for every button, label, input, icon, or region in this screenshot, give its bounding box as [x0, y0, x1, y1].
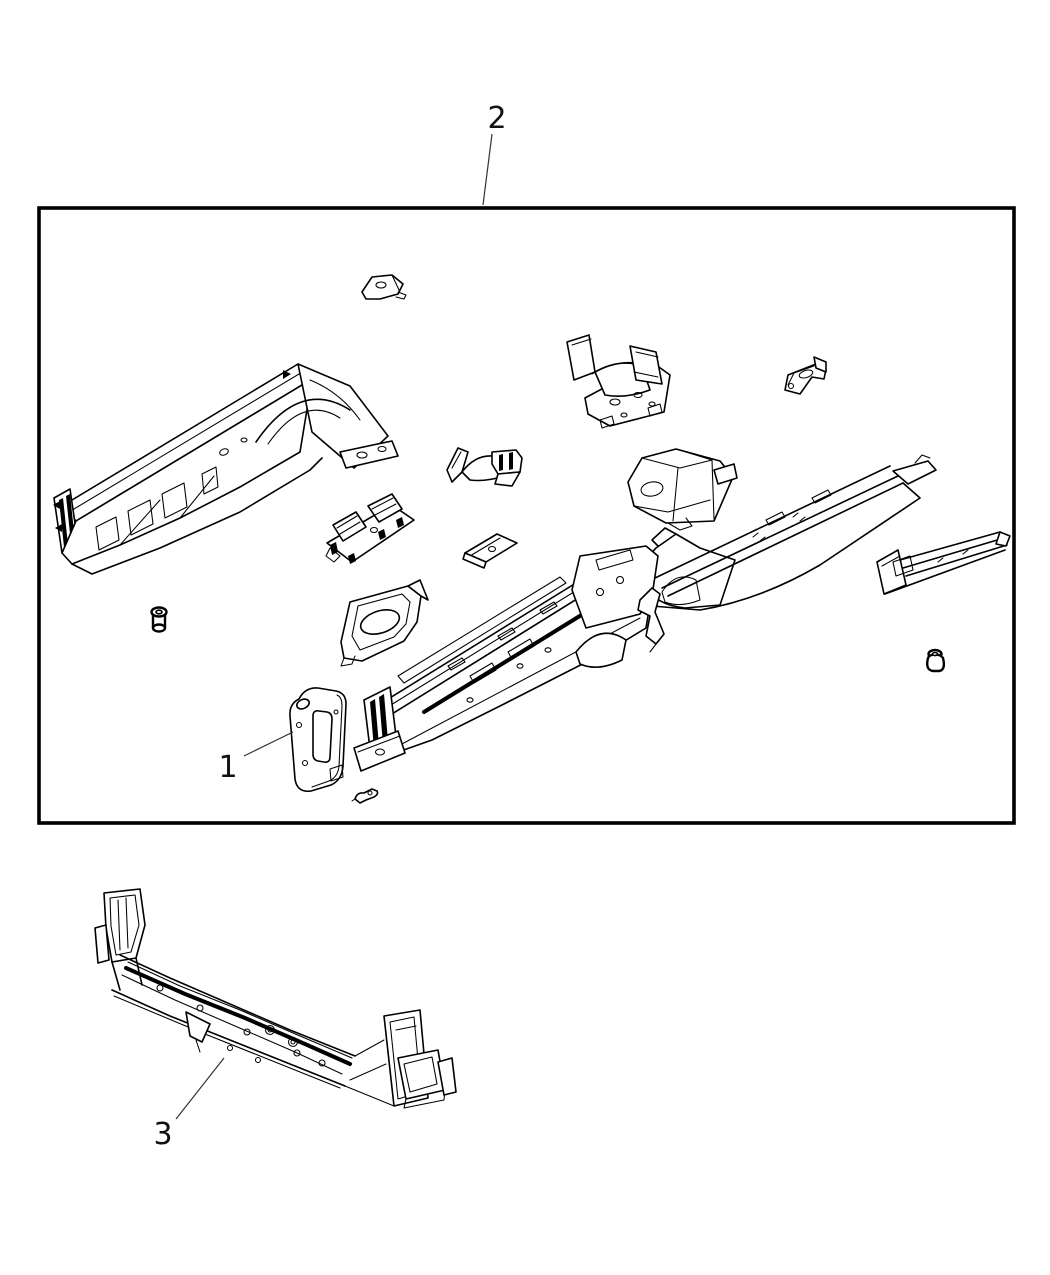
callout-2-leader-line [482, 133, 493, 206]
part-lower-crossmember [94, 888, 457, 1109]
callout-1-label: 1 [218, 750, 237, 785]
part-torque-box [627, 448, 738, 531]
push-nut-icon [925, 648, 946, 673]
part-flat-bracket-right [784, 356, 827, 395]
part-short-sill-rail [876, 531, 1011, 595]
bolt-icon [150, 606, 168, 633]
part-left-apron-rail [53, 363, 399, 575]
part-long-sill-rail [643, 454, 937, 611]
part-shelf-bracket [462, 533, 518, 569]
part-channel-bracket [340, 579, 429, 667]
part-support-bracket-center [446, 447, 523, 487]
callout-3-label: 3 [153, 1117, 172, 1152]
part-double-cup-bracket [325, 493, 415, 564]
callout-1-leader-line [243, 731, 294, 757]
callout-3-leader-line [175, 1057, 225, 1120]
part-mount-bracket [566, 334, 671, 429]
part-closing-plate [289, 687, 347, 793]
part-clip-bracket-top [361, 274, 407, 300]
assembly-box-border [37, 206, 1016, 825]
part-small-clip [351, 788, 379, 804]
callout-2-label: 2 [487, 101, 506, 136]
part-front-side-rail [353, 545, 665, 772]
